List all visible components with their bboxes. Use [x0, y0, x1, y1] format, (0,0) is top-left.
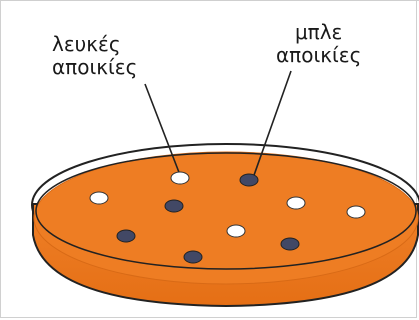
- blue-colony: [281, 238, 299, 250]
- white-colony: [347, 206, 365, 218]
- blue-colony: [165, 200, 183, 212]
- blue-colony: [117, 230, 135, 242]
- white-colony: [90, 192, 108, 204]
- medium-surface: [34, 152, 418, 284]
- blue-colony: [240, 174, 258, 186]
- white-colony: [171, 172, 189, 184]
- blue-colony: [184, 251, 202, 263]
- white-colony: [287, 197, 305, 209]
- white-colony: [227, 225, 245, 237]
